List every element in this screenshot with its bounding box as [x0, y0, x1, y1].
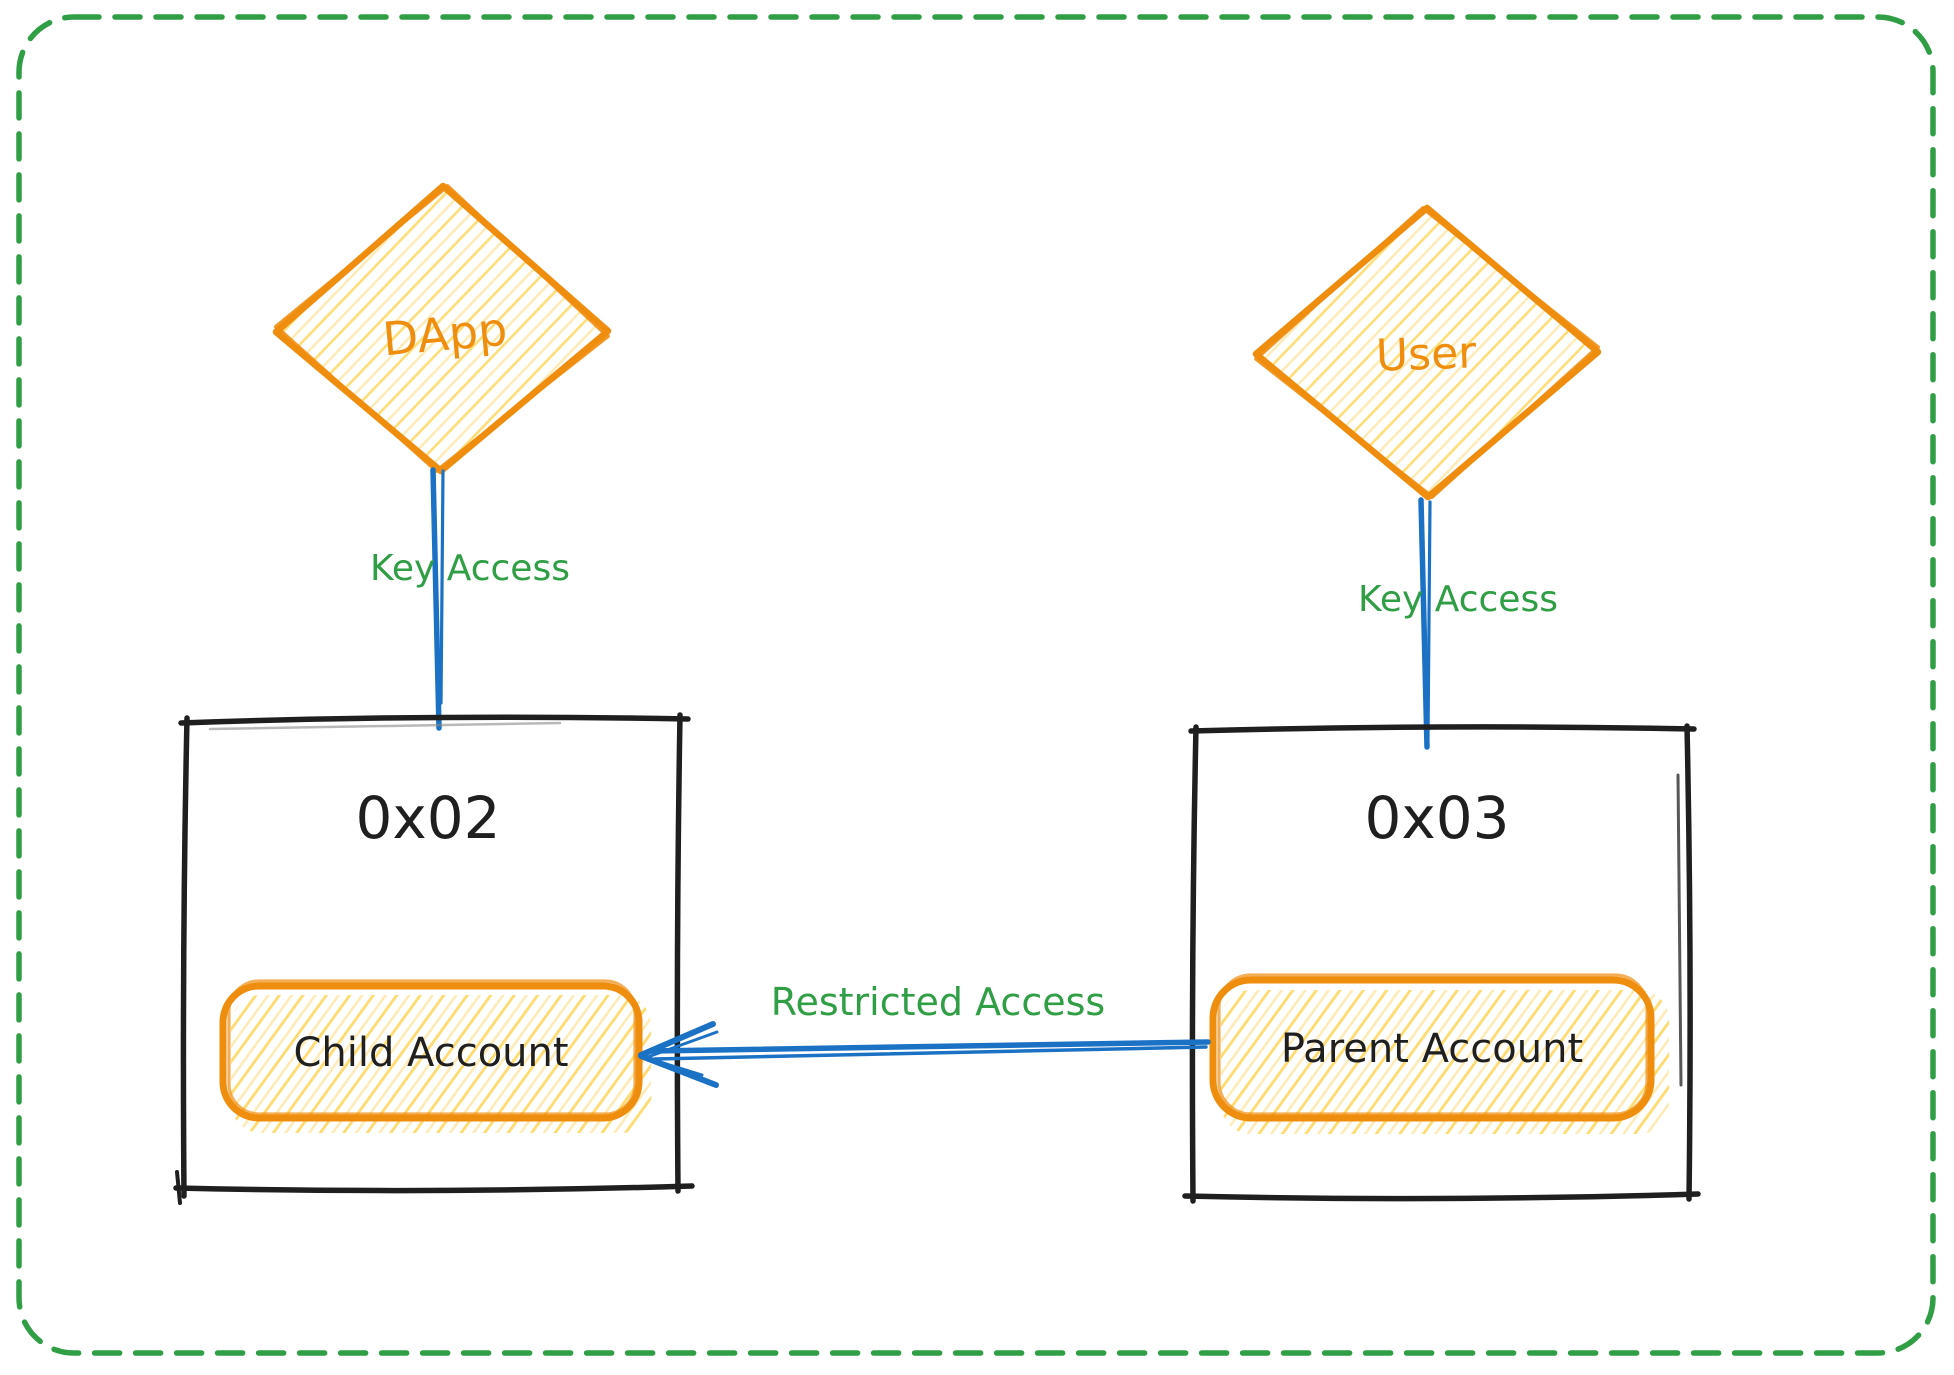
- dapp-key-access-connector[interactable]: [430, 467, 445, 731]
- dapp-key-access-label[interactable]: Key Access: [370, 548, 570, 589]
- left-box-left-edge: [180, 715, 190, 1199]
- child-account-outline: [219, 982, 643, 1122]
- right-box-bottom-edge: [1182, 1191, 1701, 1202]
- account-box-0x02[interactable]: 0x02 Child Account: [173, 712, 695, 1205]
- parent-account-sketch-stroke: [1217, 973, 1649, 1116]
- right-box-sketch-double: [1676, 773, 1683, 1087]
- left-box-right-edge: [674, 712, 683, 1194]
- parent-account-label: Parent Account: [1281, 1026, 1583, 1072]
- right-box-left-edge: [1189, 724, 1199, 1204]
- arrow-barb-top: [638, 1021, 716, 1058]
- arrow-barb-top-sketch: [643, 1030, 719, 1060]
- right-box-address: 0x03: [1364, 784, 1509, 852]
- dapp-label: DApp: [381, 302, 510, 367]
- canvas-border[interactable]: [16, 14, 1936, 1356]
- left-box-bottom-edge: [173, 1183, 695, 1194]
- user-connector-line-sketch: [1426, 500, 1432, 740]
- dapp-connector-line-sketch: [439, 469, 445, 705]
- child-account-label: Child Account: [293, 1030, 568, 1076]
- child-account-sketch-stroke: [227, 979, 637, 1116]
- user-label: User: [1375, 327, 1478, 382]
- right-box-top-edge: [1188, 724, 1697, 734]
- arrow-shaft-sketch: [653, 1045, 1208, 1061]
- left-box-address: 0x02: [355, 784, 500, 852]
- right-box-right-edge: [1684, 723, 1693, 1202]
- account-box-0x03[interactable]: 0x03 Parent Account: [1182, 723, 1701, 1204]
- arrow-barb-bottom-sketch: [642, 1055, 704, 1077]
- dapp-connector-line: [430, 467, 442, 731]
- restricted-access-label[interactable]: Restricted Access: [771, 980, 1105, 1024]
- parent-account-outline: [1209, 976, 1655, 1122]
- parent-account-pill[interactable]: Parent Account: [1209, 973, 1669, 1134]
- parent-account-hatch-fill: [1221, 990, 1669, 1134]
- arrow-shaft: [649, 1039, 1211, 1054]
- user-connector-line: [1418, 497, 1430, 750]
- user-diamond[interactable]: User: [1252, 203, 1602, 501]
- child-account-hatch-fill: [231, 995, 651, 1133]
- user-key-access-label[interactable]: Key Access: [1358, 579, 1558, 620]
- child-account-pill[interactable]: Child Account: [219, 979, 651, 1133]
- left-box-top-edge: [178, 714, 691, 726]
- dapp-diamond[interactable]: DApp: [272, 181, 613, 476]
- left-box-sketch-shadow: [208, 721, 562, 731]
- restricted-access-arrow[interactable]: [638, 1021, 1211, 1088]
- user-key-access-connector[interactable]: [1418, 497, 1432, 750]
- dapp-diamond-sketch-stroke: [273, 184, 610, 473]
- left-box-corner-tick: [175, 1170, 182, 1205]
- user-diamond-sketch-stroke: [1254, 206, 1600, 499]
